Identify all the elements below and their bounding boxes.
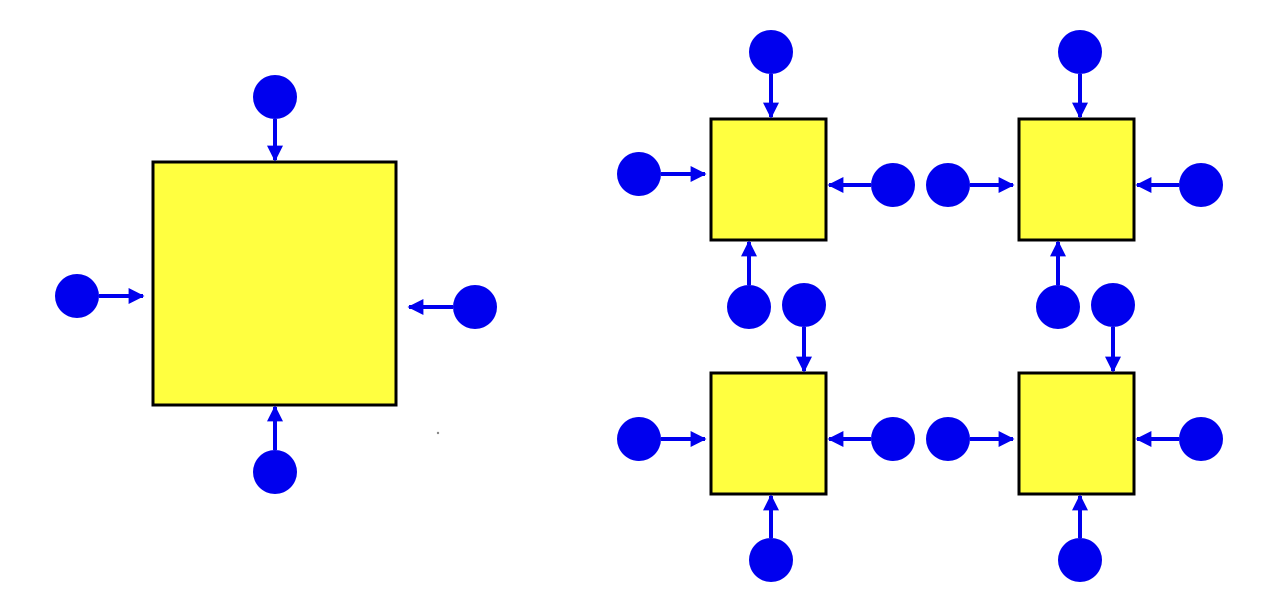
particle-dot <box>253 450 297 494</box>
small-box <box>709 117 828 242</box>
particle-dot <box>926 417 970 461</box>
left-panel <box>55 75 497 494</box>
particle-dot <box>1179 163 1223 207</box>
particle-dot <box>55 274 99 318</box>
flux-bottom <box>253 405 297 494</box>
particle-dot <box>782 283 826 327</box>
stray-dot <box>436 431 440 435</box>
particle-dot <box>871 163 915 207</box>
flux-top <box>253 75 297 162</box>
small-box-top-right <box>926 30 1223 329</box>
particle-dot <box>617 152 661 196</box>
right-panel <box>617 30 1223 582</box>
particle-dot <box>453 285 497 329</box>
flux-left <box>55 274 145 318</box>
small-box-bottom-right <box>926 283 1223 582</box>
particle-dot <box>749 30 793 74</box>
particle-dot <box>871 417 915 461</box>
small-box <box>1017 371 1136 496</box>
small-box-top-left <box>617 30 915 329</box>
particle-dot <box>749 538 793 582</box>
flux-right <box>407 285 497 329</box>
particle-dot <box>926 163 970 207</box>
small-box <box>1017 117 1136 242</box>
particle-dot <box>617 417 661 461</box>
particle-dot <box>727 285 771 329</box>
small-box-bottom-left <box>617 283 915 582</box>
particle-dot <box>1091 283 1135 327</box>
particle-dot <box>1179 417 1223 461</box>
particle-dot <box>1058 30 1102 74</box>
large-box <box>151 160 398 407</box>
particle-dot <box>1036 285 1080 329</box>
small-box <box>709 371 828 496</box>
particle-dot <box>1058 538 1102 582</box>
particle-dot <box>253 75 297 119</box>
